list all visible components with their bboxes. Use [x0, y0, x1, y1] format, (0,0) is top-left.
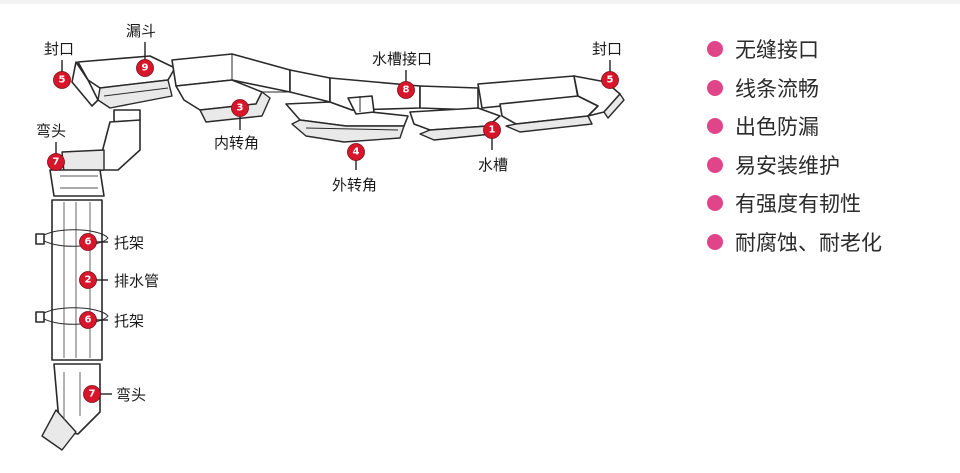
bullet-dot-icon [707, 195, 723, 212]
upper-elbow-side [61, 149, 105, 173]
bullet-dot-icon [707, 79, 723, 96]
feature-text: 出色防漏 [735, 115, 819, 140]
svg-text:3: 3 [237, 103, 244, 114]
feature-text: 无缝接口 [735, 38, 819, 63]
svg-text:6: 6 [85, 237, 92, 248]
bottom-elbow-outlet [41, 409, 77, 451]
label-shuicao: 水槽 [478, 156, 508, 174]
marker-shuicao-jiekou: 8 [397, 81, 415, 99]
upper-elbow [99, 119, 141, 171]
right-gutter-face [505, 115, 593, 133]
bullet-dot-icon [707, 118, 723, 135]
label-neizhuanjiao: 内转角 [214, 134, 259, 152]
bottom-elbow [53, 363, 101, 435]
marker-loudou: 9 [136, 59, 154, 77]
middle-gutter-back [289, 69, 331, 103]
marker-wantou-bottom: 7 [83, 385, 101, 403]
marker-wantou-top: 7 [47, 153, 65, 171]
svg-text:7: 7 [53, 157, 60, 168]
long-gutter-back [419, 85, 479, 111]
label-waizhuanjiao: 外转角 [332, 176, 377, 194]
gutter-diagram: 5 9 3 4 8 1 5 7 6 2 6 7 封口 漏斗 内转角 外转角 水槽… [35, 22, 625, 451]
label-tuojia-bottom: 托架 [114, 312, 144, 330]
gutter-run [71, 53, 625, 143]
bracket-bottom [39, 307, 109, 325]
label-wantou-top: 弯头 [36, 122, 66, 140]
label-fengkou-left: 封口 [44, 40, 74, 58]
leader-lines [55, 42, 611, 395]
feature-item: 易安装维护 [707, 146, 882, 185]
feature-text: 线条流畅 [735, 76, 819, 101]
bullet-dot-icon [707, 233, 723, 250]
upper-elbow-lower [49, 169, 105, 197]
label-tuojia-top: 托架 [114, 234, 144, 252]
feature-text: 易安装维护 [735, 153, 840, 178]
marker-neizhuanjiao: 3 [231, 99, 249, 117]
svg-text:2: 2 [85, 275, 92, 286]
feature-item: 线条流畅 [707, 69, 882, 108]
marker-tuojia-bottom: 6 [79, 311, 97, 329]
feature-text: 耐腐蚀、耐老化 [735, 230, 882, 255]
svg-text:4: 4 [353, 147, 360, 158]
feature-item: 有强度有韧性 [707, 184, 882, 223]
bullet-dot-icon [707, 156, 723, 173]
marker-paishuiguan: 2 [79, 271, 97, 289]
label-paishuiguan: 排水管 [114, 272, 159, 290]
label-shuicao-jiekou: 水槽接口 [372, 50, 432, 68]
marker-fengkou-left: 5 [53, 71, 71, 89]
left-gutter-face [97, 79, 173, 109]
downpipe-assembly [35, 109, 141, 451]
label-fengkou-right: 封口 [592, 40, 622, 58]
svg-text:5: 5 [607, 75, 614, 86]
svg-text:9: 9 [142, 63, 149, 74]
marker-shuicao: 1 [483, 121, 501, 139]
long-gutter-face [419, 125, 493, 141]
svg-text:7: 7 [89, 389, 96, 400]
svg-text:5: 5 [59, 75, 66, 86]
feature-text: 有强度有韧性 [735, 192, 861, 217]
svg-text:6: 6 [85, 315, 92, 326]
feature-item: 耐腐蚀、耐老化 [707, 223, 882, 262]
bracket-top [39, 229, 109, 247]
label-wantou-bottom: 弯头 [116, 386, 146, 404]
feature-item: 无缝接口 [707, 30, 882, 69]
marker-tuojia-top: 6 [79, 233, 97, 251]
marker-fengkou-right: 5 [601, 71, 619, 89]
gutter-joint-bracket [347, 95, 375, 115]
feature-list: 无缝接口 线条流畅 出色防漏 易安装维护 有强度有韧性 耐腐蚀、耐老化 [707, 30, 882, 261]
bullet-dot-icon [707, 41, 723, 58]
svg-text:8: 8 [403, 85, 410, 96]
feature-item: 出色防漏 [707, 107, 882, 146]
top-strip [0, 0, 960, 4]
label-loudou: 漏斗 [126, 22, 156, 40]
marker-waizhuanjiao: 4 [347, 143, 365, 161]
left-end-cap [71, 61, 99, 107]
right-end-cap-face [603, 93, 625, 119]
outer-corner-face [291, 119, 405, 143]
svg-text:1: 1 [489, 125, 496, 136]
